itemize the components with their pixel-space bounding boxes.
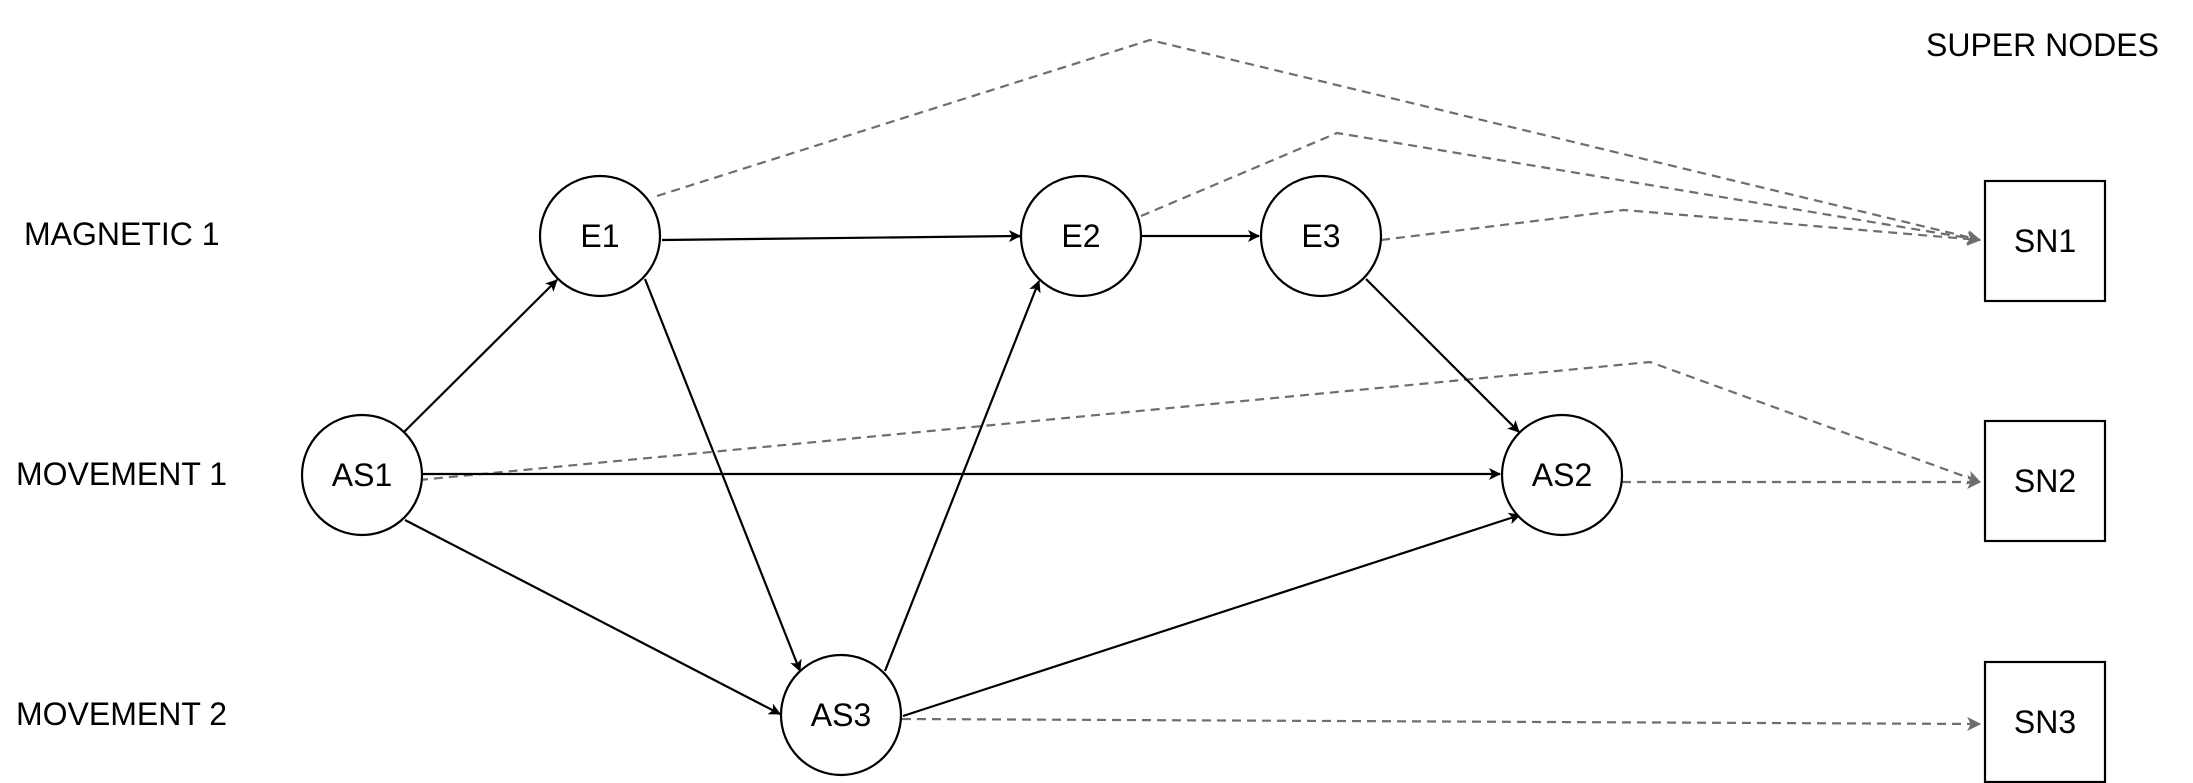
node-as1-label: AS1 xyxy=(332,457,392,493)
node-e1-label: E1 xyxy=(580,218,619,254)
node-e2-label: E2 xyxy=(1061,218,1100,254)
nodes: E1 E2 E3 AS1 AS2 AS3 SN1 SN2 xyxy=(300,174,2107,783)
edge-e1-sn1 xyxy=(656,38,1982,244)
solid-edges xyxy=(403,230,1521,718)
node-as1: AS1 xyxy=(300,413,424,537)
super-node-sn1-label: SN1 xyxy=(2014,223,2076,259)
super-nodes-heading: SUPER NODES xyxy=(1926,27,2159,63)
edge-e3-sn1 xyxy=(1380,208,1982,246)
node-e3-label: E3 xyxy=(1301,218,1340,254)
edge-e1-as3 xyxy=(643,278,802,672)
row-label-movement-1: MOVEMENT 1 xyxy=(16,456,227,492)
super-node-sn2: SN2 xyxy=(1983,419,2107,543)
edge-as3-as2 xyxy=(902,512,1521,718)
super-node-sn3-label: SN3 xyxy=(2014,704,2076,740)
edge-as3-e2 xyxy=(883,280,1041,672)
node-as3: AS3 xyxy=(779,653,903,777)
edge-as1-e1 xyxy=(403,279,558,433)
node-as3-label: AS3 xyxy=(811,697,871,733)
edge-e2-sn1 xyxy=(1140,131,1982,245)
edge-as3-sn3 xyxy=(901,716,1982,731)
edge-e3-as2 xyxy=(1365,278,1520,433)
node-as2-label: AS2 xyxy=(1532,457,1592,493)
edge-as1-as3 xyxy=(404,519,781,715)
super-node-sn2-label: SN2 xyxy=(2014,463,2076,499)
node-e1: E1 xyxy=(538,174,662,298)
row-label-magnetic-1: MAGNETIC 1 xyxy=(24,216,220,252)
edge-as1-sn2 xyxy=(418,360,1982,485)
dashed-edges xyxy=(418,38,1982,731)
edge-e1-e2 xyxy=(661,230,1021,243)
node-e3: E3 xyxy=(1259,174,1383,298)
super-node-sn1: SN1 xyxy=(1983,179,2107,303)
node-as2: AS2 xyxy=(1500,413,1624,537)
super-node-sn3: SN3 xyxy=(1983,660,2107,783)
row-label-movement-2: MOVEMENT 2 xyxy=(16,696,227,732)
node-e2: E2 xyxy=(1019,174,1143,298)
